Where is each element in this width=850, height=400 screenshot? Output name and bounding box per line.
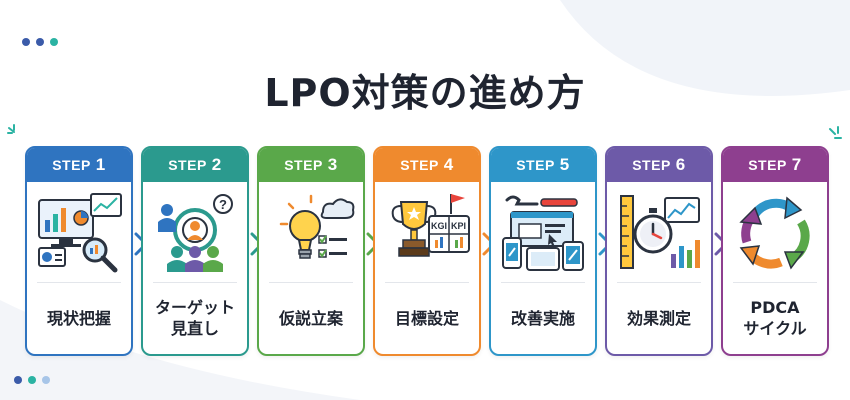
page-title: LPO対策の進め方: [264, 71, 586, 115]
left-sparkle-icon: [7, 124, 15, 134]
measurement-icon: [607, 182, 711, 282]
step-label-1: 現状把握: [46, 308, 111, 328]
target-audience-icon: ?: [143, 182, 247, 282]
card-divider: [269, 282, 353, 283]
cycle-arrows-icon: [723, 182, 827, 282]
right-sparkle-icon: [829, 126, 842, 139]
step-number: 6: [675, 155, 686, 174]
step-word: STEP: [516, 157, 555, 173]
step-label-5: 改善実施: [510, 308, 575, 328]
kgi-badge: KGI: [431, 221, 447, 231]
lightbulb-icon: [259, 182, 363, 282]
card-divider: [153, 282, 237, 283]
bottom-left-dots: [14, 376, 50, 384]
step-number: 1: [95, 155, 106, 174]
card-divider: [501, 282, 585, 283]
card-divider: [617, 282, 701, 283]
step-label-7: PDCA サイクル: [743, 298, 807, 338]
card-divider: [37, 282, 121, 283]
step-number: 7: [791, 155, 802, 174]
step-number: 4: [443, 155, 454, 174]
card-divider: [385, 282, 469, 283]
step-word: STEP: [400, 157, 439, 173]
analytics-dashboard-icon: [27, 182, 131, 282]
step-number: 5: [559, 155, 570, 174]
step-label-2: ターゲット 見直し: [154, 298, 235, 338]
step-word: STEP: [52, 157, 91, 173]
step-number: 3: [327, 155, 338, 174]
step-label-6: 効果測定: [626, 308, 691, 328]
svg-text:?: ?: [219, 197, 227, 212]
step-word: STEP: [632, 157, 671, 173]
step-number: 2: [211, 155, 222, 174]
step-label-3: 仮説立案: [278, 308, 343, 328]
kpi-badge: KPI: [451, 221, 466, 231]
step-word: STEP: [284, 157, 323, 173]
step-word: STEP: [748, 157, 787, 173]
trophy-icon: KGI KPI: [375, 182, 479, 282]
step-word: STEP: [168, 157, 207, 173]
step-label-4: 目標設定: [394, 308, 459, 328]
devices-tools-icon: [491, 182, 595, 282]
top-left-dots: [22, 38, 58, 46]
card-divider: [733, 282, 817, 283]
